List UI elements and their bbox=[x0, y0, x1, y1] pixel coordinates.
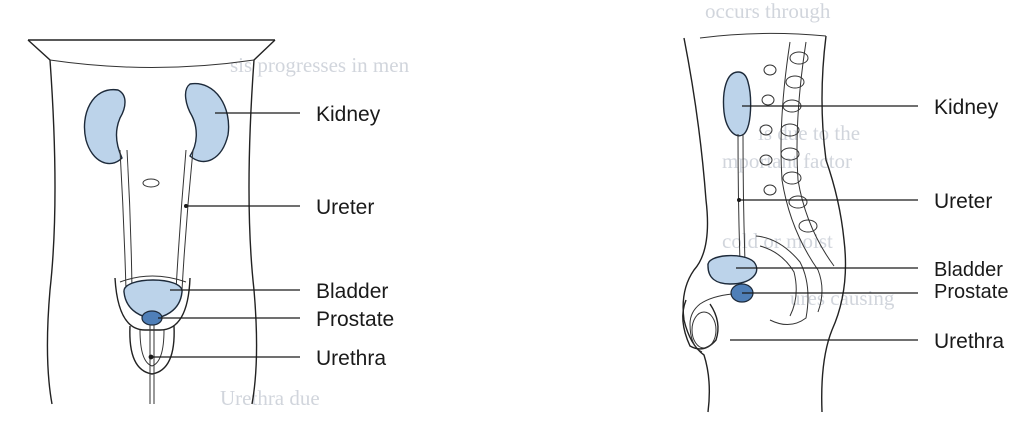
front-right-ureter bbox=[182, 150, 193, 290]
side-kidney-label: Kidney bbox=[934, 96, 999, 119]
front-kidney-label: Kidney bbox=[316, 103, 381, 126]
front-chest-line bbox=[50, 60, 254, 68]
front-urethra-label: Urethra bbox=[316, 347, 386, 370]
side-bladder-label: Bladder bbox=[934, 259, 1003, 281]
bleed-text-3: is due to the bbox=[758, 121, 860, 145]
front-right-kidney bbox=[186, 84, 229, 162]
side-kidney bbox=[724, 72, 751, 136]
front-view-diagram: Kidney Ureter Bladder Prostate Urethra bbox=[28, 40, 394, 404]
side-urethra-label: Urethra bbox=[934, 330, 1004, 353]
side-top-line bbox=[700, 33, 826, 38]
side-body-back-outline bbox=[822, 36, 846, 412]
front-body-outline-right bbox=[249, 40, 275, 404]
front-navel bbox=[143, 179, 159, 187]
front-scrotum-inner bbox=[140, 330, 164, 366]
front-right-ureter-b bbox=[176, 150, 186, 290]
front-bladder-label: Bladder bbox=[316, 280, 388, 303]
front-left-kidney bbox=[84, 90, 125, 164]
bleed-text-4: mportant factor bbox=[722, 149, 852, 173]
front-scrotum bbox=[130, 326, 174, 374]
side-prostate-label: Prostate bbox=[934, 281, 1008, 303]
bleed-text-1: occurs through bbox=[705, 0, 831, 23]
side-testis bbox=[692, 312, 716, 348]
bleed-text-5: cold or moist bbox=[722, 229, 833, 253]
side-bladder bbox=[708, 256, 757, 284]
front-urethra bbox=[150, 325, 154, 404]
bleed-text-7: Urethra due bbox=[220, 386, 320, 410]
front-left-ureter bbox=[120, 150, 126, 290]
front-left-ureter-b bbox=[127, 150, 132, 290]
front-prostate-label: Prostate bbox=[316, 308, 394, 331]
front-body-outline bbox=[28, 40, 55, 404]
front-ureter-label: Ureter bbox=[316, 196, 374, 219]
side-view-diagram: Kidney Ureter Bladder Prostate Urethra bbox=[683, 33, 1009, 412]
side-ureter-label: Ureter bbox=[934, 190, 992, 213]
side-body-front-outline bbox=[683, 38, 709, 412]
